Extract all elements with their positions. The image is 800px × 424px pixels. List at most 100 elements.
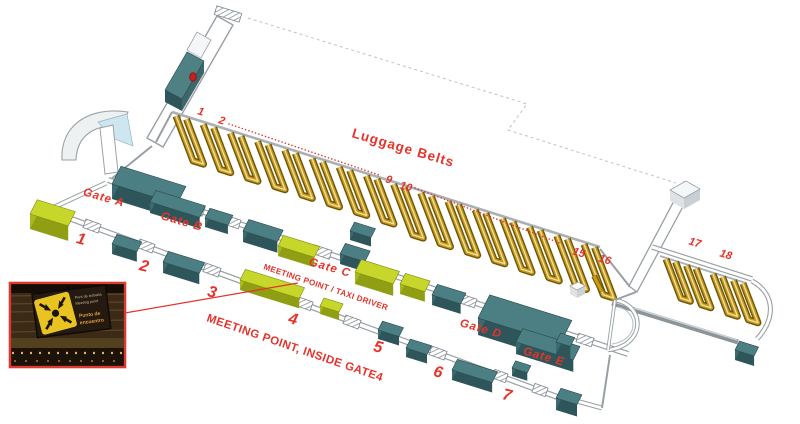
belt-rail-main — [171, 110, 601, 249]
belt-rail-right — [659, 255, 747, 284]
luggage-belt-highlight — [175, 115, 205, 165]
exit-number-4: 4 — [286, 310, 300, 329]
structure-top — [277, 234, 321, 258]
structure-front — [240, 280, 300, 309]
structure-front — [30, 214, 69, 241]
luggage-belt-highlight — [392, 184, 424, 239]
luggage-belt-highlight — [311, 158, 341, 208]
luggage-belt-highlight — [501, 218, 533, 274]
belt-number-17: 17 — [687, 236, 703, 251]
dotted-leader-belts-10-15 — [414, 187, 566, 246]
structure-front — [735, 350, 755, 366]
wall-door-hatch — [531, 382, 549, 398]
luggage-belt — [201, 123, 233, 175]
structure-top — [319, 297, 344, 313]
right-hall — [610, 180, 773, 345]
sign-text-catalan: Punt de trobada — [75, 292, 103, 299]
luggage-belt-highlight — [665, 258, 692, 302]
structure-front — [205, 218, 228, 235]
pictogram-center-dot — [51, 309, 60, 317]
structure-front — [516, 342, 574, 372]
belt-number-2: 2 — [216, 114, 226, 127]
structure-front — [243, 231, 278, 253]
structure-front — [278, 246, 315, 268]
structure-top — [405, 338, 432, 355]
luggage-belt-highlight — [583, 244, 615, 299]
structure-front — [406, 348, 428, 364]
wall-door-hatch — [202, 262, 222, 278]
structure-front — [355, 272, 394, 296]
structure-front — [150, 202, 200, 229]
luggage-belt-highlight — [420, 192, 452, 248]
sign-text-spanish-2: encuentro — [80, 317, 105, 326]
luggage-belt-highlight — [474, 209, 506, 265]
belt-number-1: 1 — [196, 106, 205, 119]
pictogram-arrowheads — [44, 300, 67, 327]
round-lobby — [606, 291, 640, 353]
structure-top — [451, 358, 498, 383]
left-canopy — [61, 110, 173, 181]
corridor-structure-top — [164, 51, 205, 100]
building-outline-dashed — [247, 17, 677, 184]
structure-top — [204, 207, 234, 226]
luggage-belt-highlight — [712, 273, 739, 317]
structure-front — [512, 368, 528, 381]
structure-top — [555, 332, 576, 347]
luggage-belt — [174, 115, 206, 167]
structure-front — [112, 244, 137, 262]
structure-top — [511, 360, 532, 374]
top-corridor — [146, 5, 243, 148]
structure-top — [555, 387, 583, 405]
belt-number-15: 15 — [571, 246, 587, 261]
structure-top — [162, 250, 206, 274]
structure-front — [378, 330, 400, 346]
exit-number-5: 5 — [372, 338, 386, 357]
luggage-belt-highlight — [732, 280, 759, 324]
structure-top — [734, 340, 760, 357]
photo-floor — [11, 348, 124, 366]
corridor-structure-side — [182, 61, 204, 111]
structure-top — [339, 242, 371, 263]
structure-top — [239, 268, 306, 299]
photo-far-wall — [11, 338, 124, 348]
structure-front — [556, 398, 578, 417]
meeting-point-pictogram — [34, 291, 77, 335]
photo-connector-line — [124, 282, 299, 314]
luggage-belt — [711, 273, 740, 319]
red-marker-dot — [189, 72, 197, 82]
wall-door-hatch — [575, 332, 595, 348]
right-hall-top-wall-inner — [651, 245, 753, 281]
corridor-end-door-hatch — [213, 5, 243, 23]
exit-number-6: 6 — [432, 363, 445, 382]
luggage-belts-label: Luggage Belts — [350, 125, 456, 169]
right-corner-box — [669, 180, 701, 209]
luggage-belts-main — [172, 114, 618, 302]
wall-door-hatch — [342, 314, 362, 330]
corridor-structure-front — [165, 90, 182, 111]
structure-front — [320, 306, 340, 320]
luggage-belt — [228, 132, 261, 184]
luggage-belt-highlight — [229, 132, 259, 182]
structure-front — [400, 284, 425, 302]
terminal-structures — [29, 165, 760, 417]
exit-number-7: 7 — [501, 386, 515, 405]
hall-left-end-wall — [155, 111, 173, 143]
structure-top — [377, 320, 404, 337]
exit-number-1: 1 — [75, 230, 88, 249]
exit-number-2: 2 — [137, 257, 151, 276]
structure-top — [242, 219, 284, 243]
pictogram-arrows — [38, 296, 73, 330]
sign-text-spanish-1: Punto de — [79, 311, 101, 320]
luggage-belt — [310, 158, 342, 209]
structure-front — [350, 231, 372, 247]
luggage-belt-highlight — [365, 175, 395, 225]
luggage-belt-highlight — [685, 265, 712, 309]
luggage-belt — [337, 166, 369, 218]
luggage-belts-right — [662, 257, 762, 327]
hall-right-end-wall — [599, 248, 631, 288]
structure-front — [452, 370, 493, 393]
belt-number-9: 9 — [384, 174, 394, 187]
wall-door-hatch — [296, 296, 314, 312]
